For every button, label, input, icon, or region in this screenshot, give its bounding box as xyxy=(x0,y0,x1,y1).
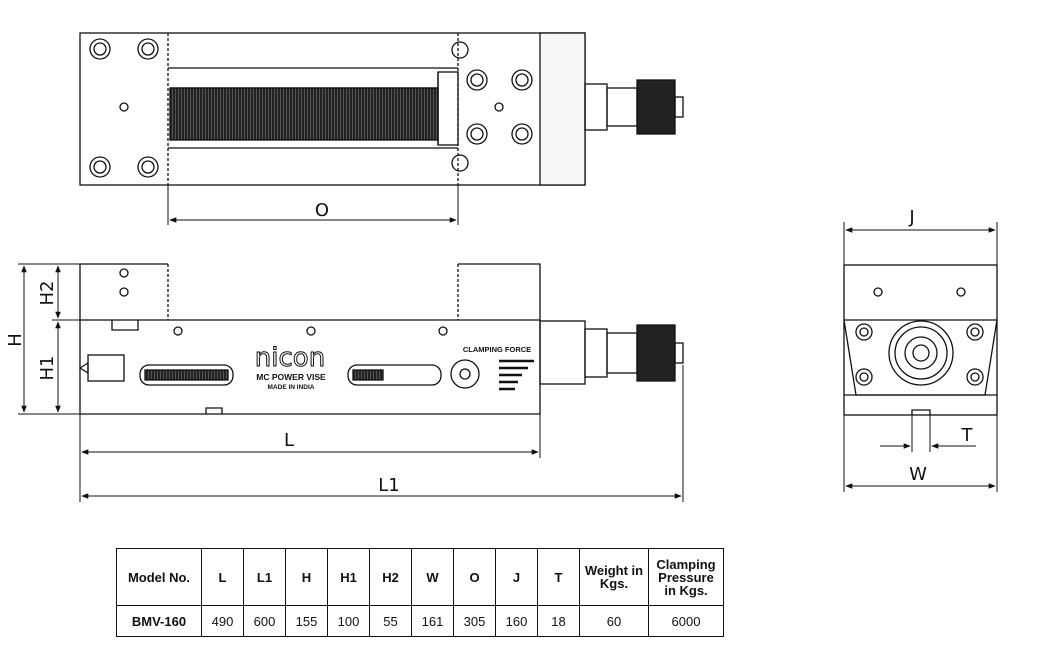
table-header-cell: O xyxy=(453,548,496,606)
table-header-cell: L1 xyxy=(243,548,286,606)
dimension-side xyxy=(843,222,998,492)
table-header-cell: H2 xyxy=(369,548,412,606)
table-cell: 600 xyxy=(243,605,286,637)
front-view xyxy=(78,263,684,415)
table-cell: 155 xyxy=(285,605,328,637)
dim-label-h1: H1 xyxy=(37,356,58,381)
dim-label-o: O xyxy=(315,200,329,221)
dimension-o xyxy=(167,185,459,225)
table-header-cell: Weight in Kgs. xyxy=(579,548,649,606)
brand-product: MC POWER VISE xyxy=(256,372,326,382)
handle-icon xyxy=(584,324,684,382)
table-cell: 60 xyxy=(579,605,649,637)
clamping-scale xyxy=(499,359,534,391)
table-header-cell: H xyxy=(285,548,328,606)
dim-label-l: L xyxy=(284,430,294,451)
table-header-cell: L xyxy=(201,548,244,606)
table-header-cell: W xyxy=(411,548,454,606)
table-cell: 305 xyxy=(453,605,496,637)
brand-logo: nicon xyxy=(255,343,325,373)
table-cell: 55 xyxy=(369,605,412,637)
bolt-icon xyxy=(89,38,533,178)
table-cell: BMV-160 xyxy=(116,605,202,637)
table-header-cell: H1 xyxy=(327,548,370,606)
dim-label-l1: L1 xyxy=(378,475,399,496)
brand-origin: MADE IN INDIA xyxy=(268,384,315,391)
dim-label-w: W xyxy=(909,464,927,485)
table-cell: 160 xyxy=(495,605,538,637)
table-header-cell: T xyxy=(537,548,580,606)
dim-label-t: T xyxy=(961,425,974,446)
dimension-lengths xyxy=(79,365,684,502)
table-header-row: Model No. L L1 H H1 H2 W O J T Weight in… xyxy=(116,548,724,606)
table-cell: 100 xyxy=(327,605,370,637)
handle-icon xyxy=(584,79,684,135)
table-header-cell: Clamping Pressure in Kgs. xyxy=(648,548,724,606)
table-header-cell: J xyxy=(495,548,538,606)
dimension-heights xyxy=(18,263,80,415)
top-view xyxy=(79,32,684,186)
technical-drawing: O nicon MC POWER VISE MADE IN INDIA CLAM… xyxy=(5,32,998,502)
dim-label-j: J xyxy=(908,207,914,228)
table-row: BMV-160 490 600 155 100 55 161 305 160 1… xyxy=(116,605,724,637)
dim-label-h: H xyxy=(5,333,26,347)
table-cell: 490 xyxy=(201,605,244,637)
bolt-icon xyxy=(855,323,984,386)
table-cell: 18 xyxy=(537,605,580,637)
table-cell: 6000 xyxy=(648,605,724,637)
table-cell: 161 xyxy=(411,605,454,637)
dim-label-h2: H2 xyxy=(37,281,58,306)
side-view xyxy=(843,264,998,416)
clamping-force-label: CLAMPING FORCE xyxy=(463,345,531,354)
spec-table: Model No. L L1 H H1 H2 W O J T Weight in… xyxy=(116,548,724,637)
table-header-cell: Model No. xyxy=(116,548,202,606)
